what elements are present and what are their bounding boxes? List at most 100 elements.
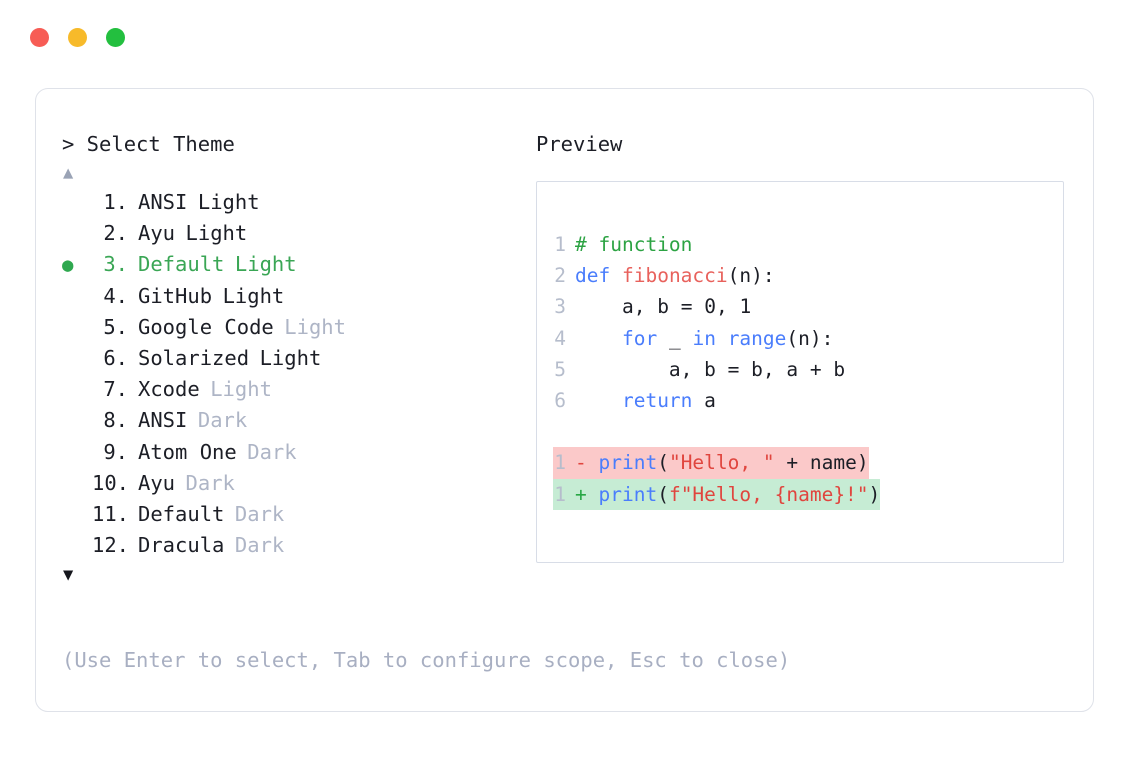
code-token-punct: 0 xyxy=(704,295,716,319)
theme-item-name: Xcode xyxy=(138,377,200,402)
theme-list[interactable]: ●1.ANSILight●2.AyuLight●3.DefaultLight●4… xyxy=(62,187,532,561)
code-token-punct: ) xyxy=(809,326,822,350)
selected-bullet-icon: ● xyxy=(62,219,92,249)
theme-list-item[interactable]: ● 5. Google Code Light xyxy=(62,312,532,343)
maximize-dot[interactable] xyxy=(106,28,125,47)
theme-item-variant: Light xyxy=(210,377,272,402)
code-token-punct xyxy=(739,358,751,381)
diff-sign: - xyxy=(575,451,587,475)
code-token-punct xyxy=(692,389,704,412)
selected-bullet-icon: ● xyxy=(62,375,92,405)
scroll-down-arrow-icon[interactable]: ▼ xyxy=(63,565,74,586)
code-token-punct: + xyxy=(786,451,799,475)
code-line: 5 a, b = b, a + b xyxy=(553,354,880,385)
theme-item-name: Ayu xyxy=(138,470,176,495)
theme-item-name: Atom One xyxy=(138,439,237,464)
theme-item-variant: Light xyxy=(284,314,346,339)
code-line-number: 3 xyxy=(554,295,566,319)
code-token-identifier: n xyxy=(798,326,810,350)
theme-item-number: 4. xyxy=(103,283,128,308)
theme-item-variant: Dark xyxy=(185,470,235,495)
code-token-identifier: b xyxy=(833,357,846,381)
theme-item-number: 9. xyxy=(103,439,128,464)
theme-item-number: 5. xyxy=(103,314,128,339)
theme-item-name: ANSI xyxy=(138,190,188,214)
selected-bullet-icon: ● xyxy=(62,469,92,499)
code-token-identifier: b xyxy=(704,357,716,381)
code-token-punct xyxy=(822,358,834,381)
code-token-punct: , xyxy=(762,357,775,381)
theme-item-variant: Light xyxy=(222,283,285,308)
code-token-punct xyxy=(716,327,728,350)
theme-item-variant: Dark xyxy=(234,533,285,558)
theme-selector-panel: > Select Theme ▲ ●1.ANSILight●2.AyuLight… xyxy=(62,129,532,589)
window-controls xyxy=(30,28,125,47)
code-line-number: 6 xyxy=(554,389,566,413)
code-token-punct: : xyxy=(762,264,775,288)
code-token-punct: , xyxy=(633,295,646,319)
code-token-punct: 1 xyxy=(739,295,752,319)
code-token-keyword: for xyxy=(621,326,658,350)
code-token-punct xyxy=(728,295,740,318)
code-token-punct: ) xyxy=(868,482,881,506)
code-token-punct xyxy=(669,295,681,318)
diff-highlight-band: 1- print("Hello, " + name) xyxy=(553,447,869,479)
card-columns: > Select Theme ▲ ●1.ANSILight●2.AyuLight… xyxy=(36,89,1093,711)
keyboard-hint: (Use Enter to select, Tab to configure s… xyxy=(62,648,791,672)
code-token-punct xyxy=(575,295,622,318)
code-token-punct xyxy=(775,451,787,474)
minimize-dot[interactable] xyxy=(68,28,87,47)
diff-space xyxy=(587,483,599,506)
theme-item-name: Google Code xyxy=(138,314,274,339)
theme-item-number: 11. xyxy=(92,502,130,527)
theme-item-name: Default xyxy=(138,252,225,277)
code-token-function: fibonacci xyxy=(621,264,728,288)
scroll-up-arrow-icon[interactable]: ▲ xyxy=(63,163,74,183)
code-token-punct: = xyxy=(727,357,740,381)
code-token-punct xyxy=(575,389,622,412)
code-token-comment: # function xyxy=(575,233,693,256)
selected-bullet-icon: ● xyxy=(62,344,92,374)
code-token-identifier: a xyxy=(621,295,634,319)
code-token-punct xyxy=(610,264,622,287)
theme-item-name: Dracula xyxy=(138,533,225,558)
code-token-builtin: print xyxy=(598,482,658,506)
diff-line-number: 1 xyxy=(554,451,566,475)
code-token-string: "Hello, " xyxy=(668,451,775,475)
theme-item-name: Ayu xyxy=(138,221,176,246)
code-token-string: f"Hello, {name}!" xyxy=(668,482,869,506)
diff-line-deletion: 1- print("Hello, " + name) xyxy=(553,447,880,479)
theme-item-number: 10. xyxy=(92,470,130,495)
theme-item-variant: Dark xyxy=(234,502,285,527)
code-line: 6 return a xyxy=(553,385,880,416)
theme-list-item[interactable]: ●10. Ayu Dark xyxy=(62,468,532,499)
selected-bullet-icon: ● xyxy=(62,313,92,343)
code-token-identifier: a xyxy=(668,357,681,381)
theme-item-variant: Dark xyxy=(197,408,248,433)
code-token-keyword: return xyxy=(621,389,693,413)
code-token-builtin: print xyxy=(598,451,658,475)
selected-bullet-icon: ● xyxy=(62,500,92,530)
code-token-punct: = xyxy=(680,295,693,319)
code-token-punct: , xyxy=(680,357,693,381)
diff-line-addition: 1+ print(f"Hello, {name}!") xyxy=(553,478,881,510)
code-token-punct xyxy=(798,451,810,474)
close-dot[interactable] xyxy=(30,28,49,47)
theme-item-name: Solarized xyxy=(138,346,250,371)
selected-bullet-icon: ● xyxy=(62,438,92,468)
diff-space xyxy=(587,451,599,474)
theme-item-number: 8. xyxy=(103,408,128,433)
theme-item-number: 12. xyxy=(92,533,130,558)
code-token-punct xyxy=(645,295,657,318)
